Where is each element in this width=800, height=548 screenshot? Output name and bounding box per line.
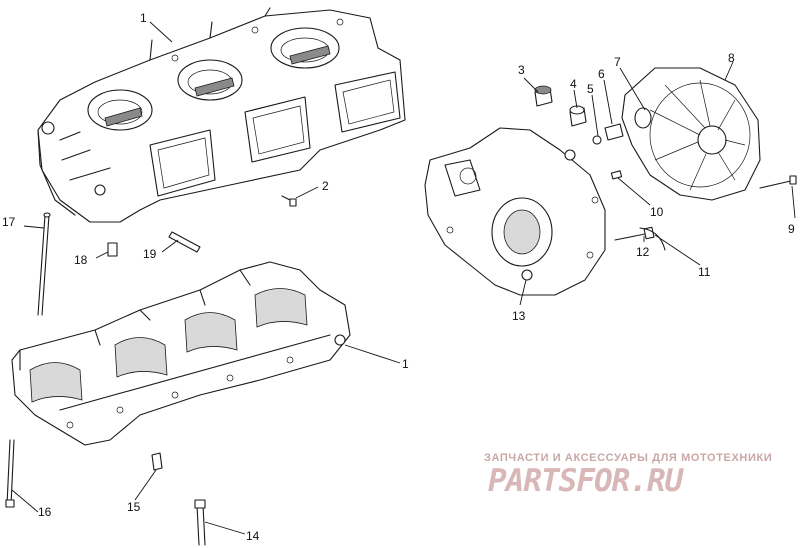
callout-2: 2 [322,179,329,193]
callout-9: 9 [788,222,795,236]
magneto-housing [424,127,606,296]
callout-5: 5 [587,82,594,96]
lower-crankcase [11,261,351,446]
callout-16: 16 [38,505,52,519]
callout-8: 8 [728,51,735,65]
callout-12: 12 [636,245,650,259]
callout-13: 13 [512,309,526,323]
flywheel-cover [621,67,761,201]
callout-7: 7 [614,55,621,69]
small-parts [5,85,797,546]
watermark-logo: PARTSFOR.RU [488,463,683,499]
callout-18: 18 [74,253,88,267]
upper-crankcase [37,7,406,223]
callout-6: 6 [598,67,605,81]
callout-labels: 1 2 3 4 5 6 7 8 9 10 11 12 13 14 15 16 1… [2,11,795,543]
callout-19: 19 [143,247,157,261]
callout-15: 15 [127,500,141,514]
callout-10: 10 [650,205,664,219]
leader-lines [11,21,796,535]
callout-17: 17 [2,215,16,229]
callout-3: 3 [518,63,525,77]
callout-4: 4 [570,77,577,91]
watermark-tagline: ЗАПЧАСТИ И АКСЕССУАРЫ ДЛЯ МОТОТЕХНИКИ [484,452,773,464]
callout-1: 1 [140,11,147,25]
callout-11: 11 [698,265,711,279]
callout-1-lower: 1 [402,357,409,371]
callout-14: 14 [246,529,260,543]
